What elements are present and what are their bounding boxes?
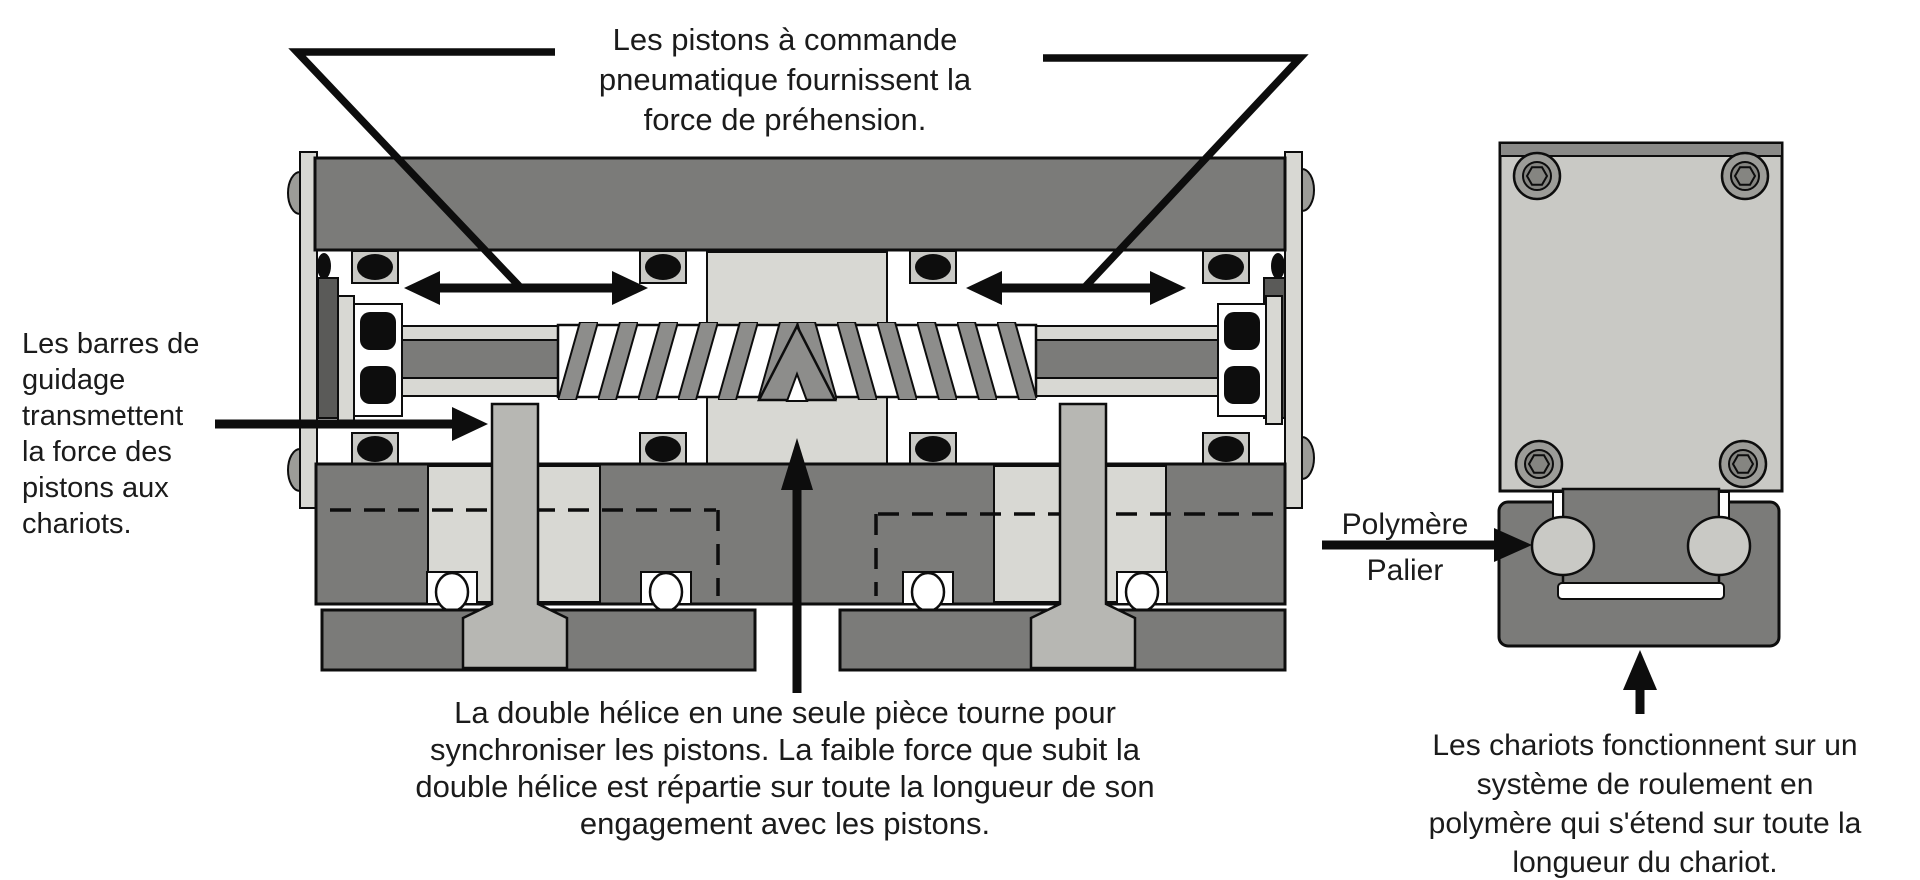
helix-teeth-right — [797, 322, 1036, 400]
carriage-top-plate — [1498, 141, 1784, 493]
hex-socket-screw — [1720, 151, 1770, 201]
cylinder-wall-left — [317, 277, 339, 419]
o-ring-seal — [909, 432, 957, 466]
arrowhead-right-icon — [612, 271, 648, 305]
helix-arrow — [781, 438, 813, 693]
piston-seal — [1224, 366, 1260, 404]
piston-rod-core — [401, 339, 569, 379]
hex-socket-screw — [1514, 439, 1564, 489]
label-line: transmettent — [22, 400, 184, 432]
label-line: engagement avec les pistons. — [579, 806, 991, 841]
end-cap-right — [1284, 151, 1303, 509]
label-line: guidage — [22, 364, 126, 396]
leader-line-pistons-right — [1043, 54, 1309, 290]
label-line: double hélice est répartie sur toute la … — [415, 769, 1155, 804]
label-line: Les barres de — [22, 328, 200, 360]
corner-seal-left — [317, 253, 331, 279]
pistons-annotation: Les pistons à commande pneumatique fourn… — [535, 20, 1035, 140]
piston-rod-core — [1029, 339, 1219, 379]
bearing-track-slot — [1557, 582, 1725, 600]
piston-flange — [337, 295, 355, 425]
piston-motion-arrow-left — [404, 271, 648, 305]
housing-top-bar — [313, 156, 1287, 252]
label-line: La double hélice en une seule pièce tour… — [454, 695, 1116, 730]
helix-annotation: La double hélice en une seule pièce tour… — [385, 694, 1185, 842]
label-line: longueur du chariot. — [1512, 846, 1778, 879]
guide-bars-annotation: Les barres de guidage transmettent la fo… — [22, 326, 252, 542]
o-ring-seal — [639, 432, 687, 466]
label-line: système de roulement en — [1476, 768, 1814, 801]
carriage-annotation: Les chariots fonctionnent sur un système… — [1390, 726, 1900, 880]
label-line: force de préhension. — [643, 102, 927, 137]
piston-flange — [1265, 295, 1283, 425]
label-line: Les chariots fonctionnent sur un — [1432, 729, 1858, 762]
polymer-bearing-left — [1530, 515, 1596, 577]
o-ring-seal — [909, 250, 957, 284]
o-ring-seal — [639, 250, 687, 284]
hex-socket-screw — [1718, 439, 1768, 489]
label-line: Polymère — [1341, 508, 1469, 541]
arrowhead-icon — [1494, 528, 1532, 562]
label-line: polymère qui s'étend sur toute la — [1428, 807, 1862, 840]
o-ring-seal — [351, 250, 399, 284]
polymer-label: Polymère — [1330, 506, 1480, 544]
arrowhead-left-icon — [404, 271, 440, 305]
piston-seal — [1224, 312, 1260, 350]
hex-socket-screw — [1512, 151, 1562, 201]
polymer-bearing-right — [1686, 515, 1752, 577]
label-line: Les pistons à commande — [612, 22, 958, 57]
arrowhead-left-icon — [966, 271, 1002, 305]
carriage-side-view-diagram — [1497, 141, 1784, 648]
top-plate-edge-strip — [1499, 142, 1783, 157]
o-ring-seal — [351, 432, 399, 466]
leader-line-pistons-left — [288, 48, 555, 290]
arrowhead-icon — [781, 438, 813, 490]
helix-center-notch — [785, 371, 809, 402]
annotation-arrows — [215, 48, 1657, 714]
bearing-label: Palier — [1330, 552, 1480, 590]
o-ring-seal — [1202, 250, 1250, 284]
helix-teeth-left — [558, 322, 797, 400]
piston-seal — [360, 366, 396, 404]
label-line: synchroniser les pistons. La faible forc… — [430, 732, 1140, 767]
double-helix — [556, 322, 1038, 402]
label-line: pistons aux — [22, 472, 169, 504]
arrowhead-right-icon — [1150, 271, 1186, 305]
piston-right — [1029, 295, 1283, 425]
guide-bar-arrow — [215, 407, 488, 441]
arrowhead-icon — [1623, 650, 1657, 690]
o-ring-seal — [1202, 432, 1250, 466]
arrowhead-icon — [452, 407, 488, 441]
label-line: chariots. — [22, 508, 132, 540]
piston-motion-arrow-right — [966, 271, 1186, 305]
polymer-bearing-arrow — [1322, 528, 1532, 562]
label-line: la force des — [22, 436, 172, 468]
carriage-arrow — [1623, 650, 1657, 714]
corner-seal-right — [1271, 253, 1285, 279]
label-line: Palier — [1366, 554, 1444, 587]
label-line: pneumatique fournissent la — [598, 62, 972, 97]
piston-seal — [360, 312, 396, 350]
